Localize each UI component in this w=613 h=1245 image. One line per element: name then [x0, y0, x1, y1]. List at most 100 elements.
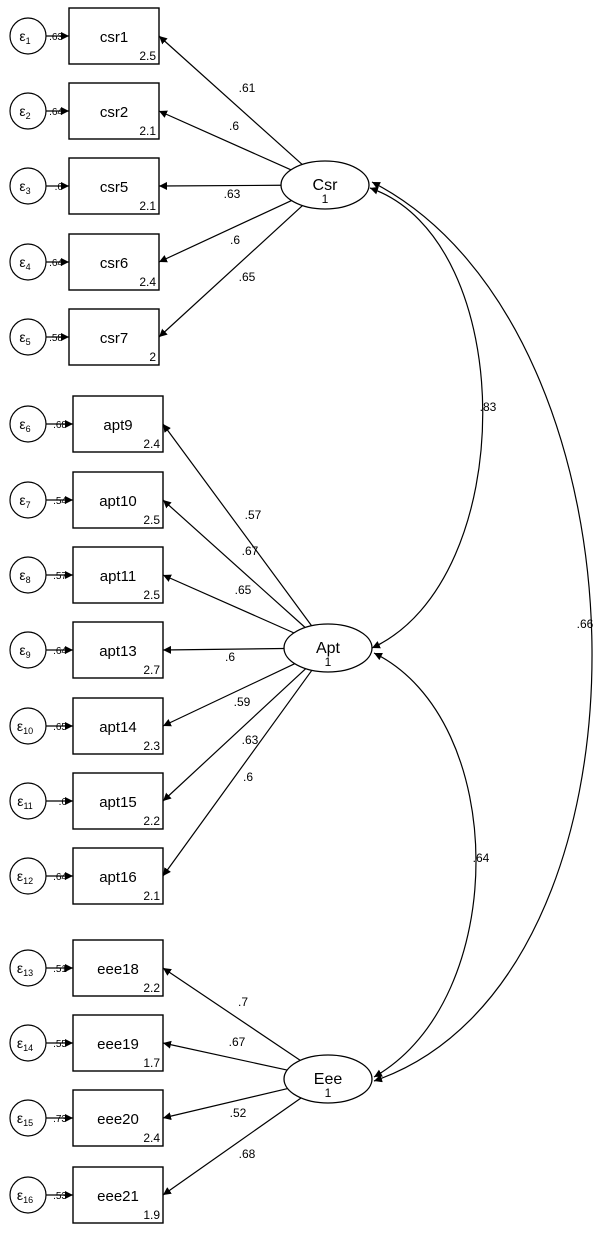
latent-variance-eee: 1 — [325, 1086, 332, 1100]
loading-label-apt13: .6 — [225, 650, 235, 664]
error-variance-apt15: .6 — [59, 797, 68, 808]
error-circle-7 — [9, 481, 47, 519]
latent-label-eee: Eee — [314, 1071, 343, 1088]
loading-arrow-eee21 — [162, 1097, 302, 1196]
error-variance-eee21: .53 — [53, 1191, 67, 1202]
error-circle-2 — [9, 92, 47, 130]
loading-arrow-apt16 — [162, 669, 313, 877]
loading-arrow-csr7 — [158, 205, 303, 338]
error-circle-14 — [9, 1024, 47, 1062]
error-variance-csr2: .64 — [49, 107, 63, 118]
indicator-mean-apt10: 2.5 — [143, 513, 160, 527]
indicator-label-csr7: csr7 — [100, 330, 128, 347]
error-circle-6 — [9, 405, 47, 443]
latent-ellipse-eee — [283, 1054, 373, 1104]
covariance-arc-csr-eee — [371, 181, 593, 1083]
indicator-mean-csr6: 2.4 — [139, 275, 156, 289]
error-variance-eee20: .73 — [53, 1114, 67, 1125]
latent-variance-csr: 1 — [322, 192, 329, 206]
loading-arrow-csr6 — [158, 200, 292, 263]
indicator-mean-apt13: 2.7 — [143, 663, 160, 677]
indicator-mean-apt15: 2.2 — [143, 814, 160, 828]
indicator-label-eee19: eee19 — [97, 1036, 139, 1053]
loading-arrow-apt15 — [162, 668, 307, 802]
error-variance-apt11: .57 — [53, 571, 67, 582]
error-circle-13 — [9, 949, 47, 987]
loading-arrow-apt14 — [162, 663, 296, 727]
indicator-mean-apt9: 2.4 — [143, 437, 160, 451]
indicator-box-apt11 — [72, 546, 164, 604]
indicator-box-apt16 — [72, 847, 164, 905]
loading-label-csr5: .63 — [224, 187, 241, 201]
error-circle-12 — [9, 857, 47, 895]
indicator-mean-eee21: 1.9 — [143, 1208, 160, 1222]
error-variance-eee19: .55 — [53, 1039, 67, 1050]
loading-label-eee19: .67 — [229, 1035, 246, 1049]
error-label-2: ε2 — [19, 103, 30, 121]
indicator-mean-eee19: 1.7 — [143, 1056, 160, 1070]
error-circle-16 — [9, 1176, 47, 1214]
indicator-label-apt11: apt11 — [100, 568, 136, 585]
indicator-label-csr2: csr2 — [100, 104, 128, 121]
error-label-3: ε3 — [19, 178, 30, 196]
loading-arrow-apt10 — [162, 499, 306, 628]
indicator-mean-csr2: 2.1 — [139, 124, 156, 138]
indicator-label-apt15: apt15 — [99, 794, 137, 811]
indicator-label-eee20: eee20 — [97, 1111, 139, 1128]
indicator-label-apt9: apt9 — [103, 417, 132, 434]
indicator-box-apt15 — [72, 772, 164, 830]
indicator-box-apt13 — [72, 621, 164, 679]
indicator-mean-csr7: 2 — [149, 350, 156, 364]
indicator-mean-eee18: 2.2 — [143, 981, 160, 995]
latent-ellipse-apt — [283, 623, 373, 673]
loading-arrow-eee20 — [162, 1087, 288, 1121]
loading-arrow-apt13 — [162, 645, 285, 654]
error-variance-csr6: .64 — [49, 258, 63, 269]
indicator-box-csr5 — [68, 157, 160, 215]
indicator-box-apt9 — [72, 395, 164, 453]
error-variance-apt9: .68 — [53, 420, 67, 431]
covariance-arc-csr-apt — [369, 186, 484, 649]
error-variance-csr5: .6 — [55, 182, 64, 193]
error-circle-11 — [9, 782, 47, 820]
indicator-mean-apt11: 2.5 — [143, 588, 160, 602]
latent-label-apt: Apt — [316, 640, 341, 657]
error-variance-eee18: .51 — [53, 964, 67, 975]
indicator-label-eee18: eee18 — [97, 961, 139, 978]
loading-label-csr1: .61 — [239, 81, 256, 95]
error-label-1: ε1 — [19, 28, 30, 46]
indicator-box-eee18 — [72, 939, 164, 997]
indicator-mean-csr1: 2.5 — [139, 49, 156, 63]
error-circle-5 — [9, 318, 47, 356]
indicator-label-eee21: eee21 — [97, 1188, 139, 1205]
error-label-8: ε8 — [19, 567, 30, 585]
indicator-label-apt16: apt16 — [99, 869, 137, 886]
error-variance-csr7: .58 — [49, 333, 63, 344]
loading-arrow-csr2 — [158, 110, 292, 171]
error-circle-4 — [9, 243, 47, 281]
indicator-box-apt10 — [72, 471, 164, 529]
latent-ellipse-csr — [280, 160, 370, 210]
indicator-label-csr5: csr5 — [100, 179, 128, 196]
loading-arrow-eee18 — [162, 967, 301, 1061]
loading-label-csr2: .6 — [229, 119, 239, 133]
loading-label-apt16: .6 — [243, 770, 253, 784]
loading-arrow-csr5 — [158, 181, 282, 190]
loading-arrow-csr1 — [158, 35, 303, 165]
error-circle-9 — [9, 631, 47, 669]
loading-label-eee21: .68 — [239, 1147, 256, 1161]
loading-label-apt9: .57 — [245, 508, 262, 522]
indicator-mean-apt16: 2.1 — [143, 889, 160, 903]
loading-label-csr7: .65 — [239, 270, 256, 284]
indicator-box-csr2 — [68, 82, 160, 140]
error-variance-apt16: .64 — [53, 872, 67, 883]
error-variance-csr1: .63 — [49, 32, 63, 43]
indicator-label-csr1: csr1 — [100, 29, 128, 46]
indicator-box-eee21 — [72, 1166, 164, 1224]
indicator-box-csr7 — [68, 308, 160, 366]
loading-arrow-eee19 — [162, 1040, 288, 1071]
indicator-mean-apt14: 2.3 — [143, 739, 160, 753]
loading-label-apt14: .59 — [234, 695, 251, 709]
loading-label-apt15: .63 — [242, 733, 259, 747]
